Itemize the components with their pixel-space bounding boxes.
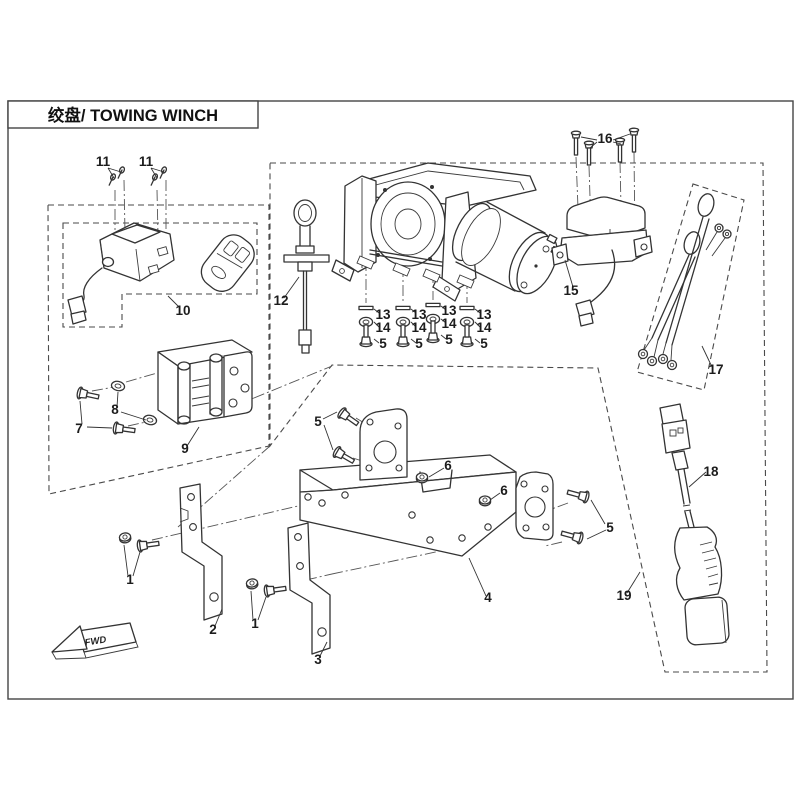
callout-3: 3 (314, 652, 322, 667)
corded-remote-switch (659, 403, 730, 646)
callout-6: 6 (444, 458, 452, 473)
winch-assembly (331, 162, 562, 302)
callout-6: 6 (500, 483, 508, 498)
callout-12: 12 (273, 293, 288, 308)
fwd-arrow-icon: FWD (51, 622, 139, 660)
callout-14: 14 (375, 320, 391, 335)
callout-13: 13 (375, 307, 391, 322)
callout-13: 13 (476, 307, 492, 322)
callout-9: 9 (181, 441, 189, 456)
winch-mount-plate (299, 408, 554, 557)
roller-fairlead (157, 339, 253, 425)
clutch-lever (283, 199, 330, 354)
cable-group-boundary (636, 183, 745, 391)
callout-8: 8 (111, 402, 119, 417)
callout-4: 4 (484, 590, 492, 605)
screws-11 (106, 165, 168, 187)
callout-15: 15 (563, 283, 579, 298)
leader-lines (79, 133, 713, 657)
callout-14: 14 (441, 316, 457, 331)
callout-14: 14 (476, 320, 492, 335)
fwd-label: FWD (84, 634, 107, 648)
callout-10: 10 (175, 303, 190, 318)
callout-5: 5 (314, 414, 322, 429)
callout-17: 17 (708, 362, 723, 377)
callout-18: 18 (703, 464, 719, 479)
callout-5: 5 (379, 336, 387, 351)
callout-16: 16 (597, 131, 613, 146)
left-group-boundary (47, 204, 270, 495)
callout-7: 7 (75, 421, 83, 436)
callout-11: 11 (139, 154, 154, 169)
title-box (7, 100, 259, 129)
fairlead-bolts-7 (75, 385, 137, 438)
callout-5: 5 (445, 332, 453, 347)
callout-19: 19 (616, 588, 631, 603)
callout-5: 5 (415, 336, 423, 351)
page-title: 绞盘/ TOWING WINCH (48, 105, 218, 125)
callout-1: 1 (126, 572, 134, 587)
power-cables (637, 193, 732, 371)
side-bracket-3 (287, 522, 331, 655)
receiver-group-boundary (62, 222, 258, 328)
winch-receiver (67, 222, 175, 325)
callout-2: 2 (209, 622, 217, 637)
callout-1: 1 (251, 616, 259, 631)
callout-5: 5 (480, 336, 488, 351)
remote-fob (200, 234, 255, 292)
callout-14: 14 (411, 320, 427, 335)
page-frame: 绞盘/ TOWING WINCH (7, 100, 794, 700)
callout-11: 11 (96, 154, 111, 169)
callout-5: 5 (606, 520, 614, 535)
group-boundaries (47, 162, 768, 673)
side-bracket-2 (179, 483, 223, 621)
winch-contactor (551, 196, 653, 327)
callout-13: 13 (441, 303, 457, 318)
callout-13: 13 (411, 307, 427, 322)
